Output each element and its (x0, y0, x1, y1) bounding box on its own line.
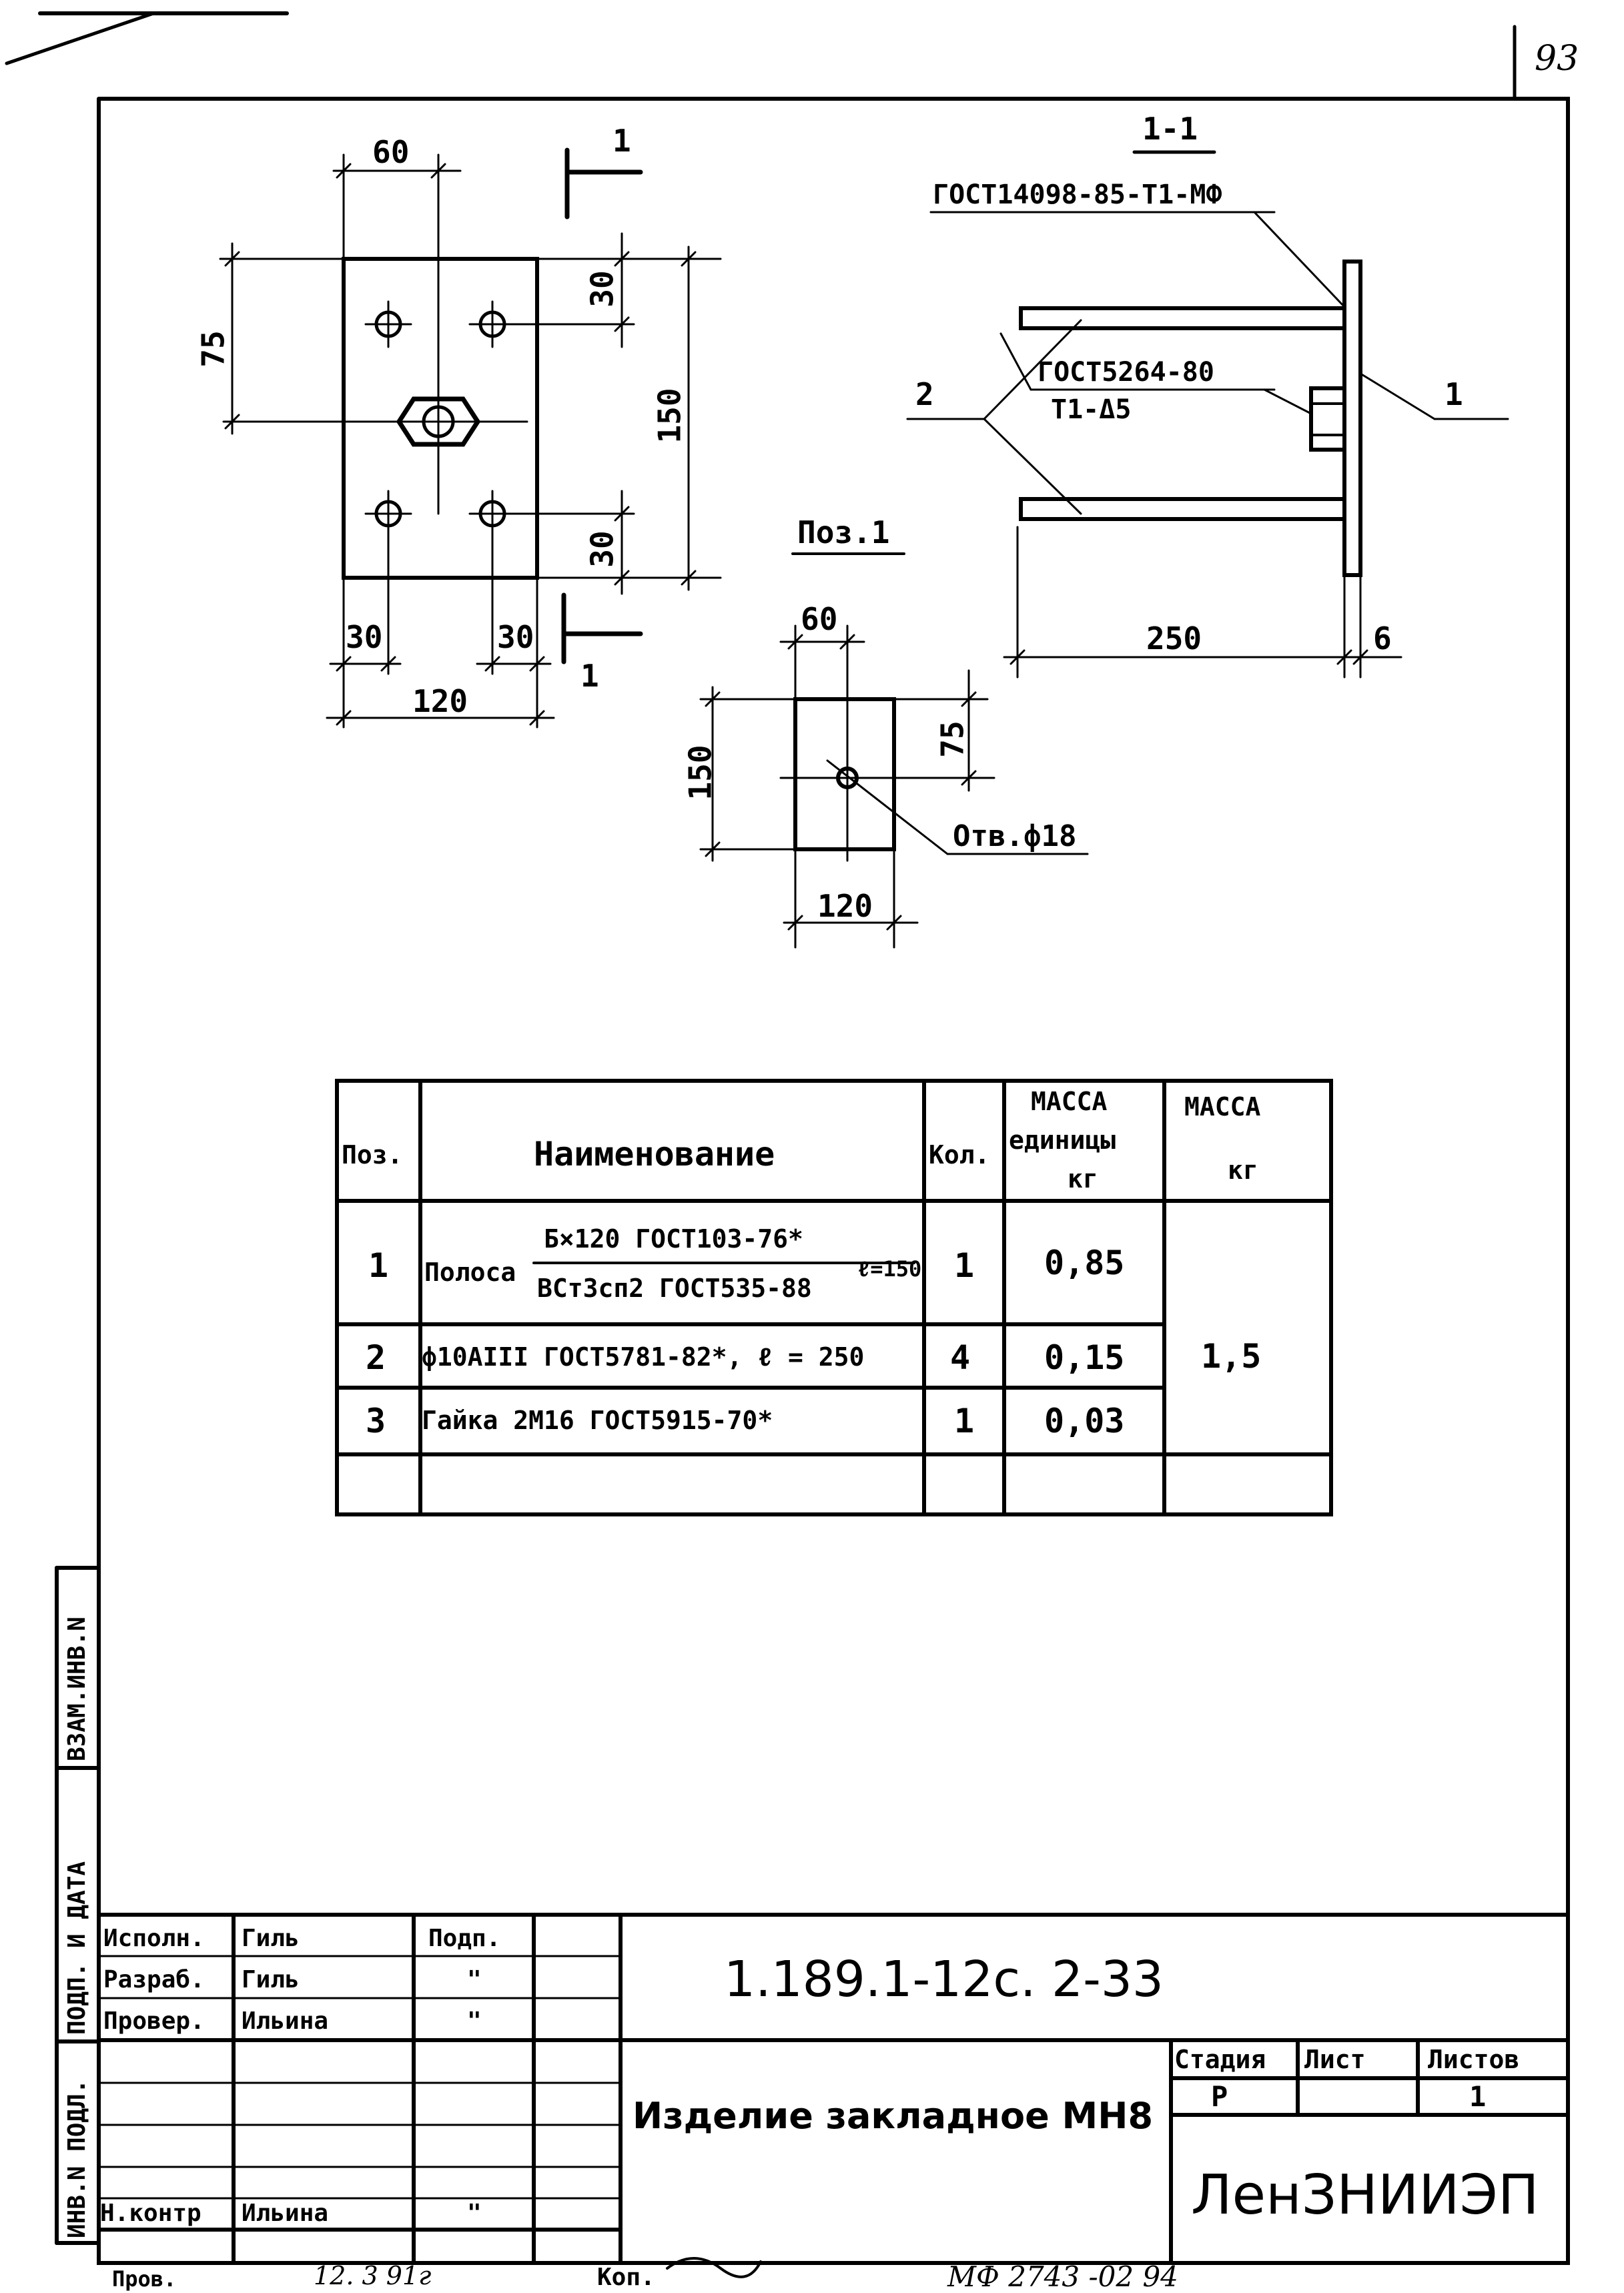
sign-nkontr: " (467, 2200, 482, 2227)
plate-side (1342, 260, 1362, 577)
weld-note-1: ГОСТ14098-85-Т1-МФ (933, 179, 1222, 210)
name-prover: Ильина (242, 2007, 329, 2035)
dim-pos1-top: 60 (801, 601, 838, 637)
row1-qty: 1 (954, 1246, 975, 1285)
th-qty: Кол. (929, 1140, 990, 1170)
sign-razrab: " (467, 1966, 482, 1993)
doc-code: 1.189.1-12с. 2-33 (724, 1951, 1164, 2008)
pos1-title: Поз.1 (797, 514, 890, 550)
row2-qty: 4 (950, 1338, 971, 1377)
dim-plan-bottom-right: 30 (497, 619, 534, 655)
th-mass-1: МАССА (1184, 1092, 1261, 1121)
spec-table-grid (335, 1079, 1333, 1516)
sign-prover: " (467, 2007, 482, 2035)
row2-pos: 2 (366, 1338, 386, 1377)
row1-name-prefix: Полоса (424, 1258, 516, 1287)
bar-upper (1019, 306, 1346, 330)
row3-name: Гайка 2М16 ГОСТ5915-70* (422, 1406, 773, 1435)
side-label-podp: ПОДП. И ДАТА (63, 1861, 91, 2035)
total-mass: 1,5 (1201, 1337, 1262, 1376)
row3-unit-mass: 0,03 (1044, 1402, 1125, 1440)
footer-kop: Коп. (597, 2264, 655, 2291)
sheets-label: Листов (1428, 2045, 1520, 2074)
section-mark-top: 1 (613, 123, 631, 159)
section-title: 1-1 (1142, 111, 1198, 147)
product-name: Изделие закладное МН8 (633, 2095, 1154, 2137)
footer-archive: МФ 2743 -02 94 (947, 2260, 1178, 2293)
callout-1: 1 (1445, 376, 1463, 412)
dim-pos1-bottom: 120 (817, 888, 873, 924)
role-prover: Провер. (103, 2007, 205, 2035)
role-ispoln: Исполн. (103, 1925, 205, 1952)
sheets-value: 1 (1469, 2080, 1487, 2113)
th-pos: Поз. (342, 1140, 403, 1170)
row1-name-suffix: ℓ=150 (857, 1256, 922, 1282)
name-ispoln: Гиль (242, 1925, 300, 1952)
dim-plan-right-bottom: 30 (584, 530, 621, 568)
dim-plan-top: 60 (372, 134, 410, 170)
name-nkontr: Ильина (242, 2200, 329, 2227)
weld-note-2a: ГОСТ5264-80 (1038, 357, 1214, 388)
dim-plan-right-top: 30 (584, 270, 621, 308)
hole-note: Отв.ф18 (953, 819, 1077, 853)
th-unit-mass-2: единицы (1009, 1125, 1116, 1155)
footer-prov: Пров. (112, 2266, 177, 2292)
nut (396, 396, 481, 447)
plate-plan (342, 257, 539, 580)
plate-pos1 (793, 697, 896, 851)
section-mark-bottom: 1 (580, 658, 599, 694)
dim-section-thick: 6 (1373, 620, 1392, 656)
role-razrab: Разраб. (103, 1966, 205, 1993)
stage-label: Стадия (1174, 2045, 1266, 2074)
role-nkontr: Н.контр (100, 2200, 201, 2227)
bar-lower (1019, 497, 1346, 521)
side-label-inv: ИНВ.N ПОДЛ. (63, 2079, 91, 2238)
th-name: Наименование (534, 1135, 775, 1174)
row2-unit-mass: 0,15 (1044, 1338, 1125, 1377)
th-unit-mass-1: МАССА (1031, 1087, 1108, 1116)
dim-section-length: 250 (1146, 620, 1202, 656)
nut-side (1309, 386, 1346, 452)
stage-value: Р (1211, 2080, 1228, 2113)
dim-plan-bottom-left: 30 (346, 619, 383, 655)
row1-name-top: Б×120 ГОСТ103-76* (544, 1224, 803, 1254)
th-mass-2: кг (1228, 1156, 1258, 1185)
name-razrab: Гиль (242, 1966, 300, 1993)
title-block-grid (97, 1913, 1570, 2265)
dim-pos1-right: 75 (934, 721, 971, 758)
dim-pos1-left: 150 (682, 745, 719, 801)
sign-header: Подп. (428, 1925, 501, 1952)
sheet-frame (97, 97, 1570, 2265)
row1-name-bottom: ВСт3сп2 ГОСТ535-88 (537, 1274, 812, 1303)
row2-name: ф10АIII ГОСТ5781-82*, ℓ = 250 (422, 1342, 865, 1372)
row1-unit-mass: 0,85 (1044, 1244, 1125, 1282)
weld-note-2b: Т1-Δ5 (1051, 394, 1132, 425)
dim-plan-bottom-total: 120 (412, 683, 468, 719)
row3-qty: 1 (954, 1402, 975, 1440)
dim-plan-right-total: 150 (651, 388, 688, 444)
row3-pos: 3 (366, 1402, 386, 1440)
sheet-label: Лист (1304, 2045, 1366, 2074)
organization: ЛенЗНИИЭП (1191, 2164, 1539, 2227)
dim-plan-left: 75 (195, 330, 232, 368)
page-number: 93 (1535, 39, 1579, 79)
th-unit-mass-3: кг (1068, 1164, 1098, 1194)
footer-prov-sign: 12. 3 91г (314, 2261, 432, 2290)
row1-pos: 1 (368, 1246, 389, 1285)
side-label-vzam: ВЗАМ.ИНВ.N (63, 1617, 91, 1761)
callout-2: 2 (915, 376, 934, 412)
